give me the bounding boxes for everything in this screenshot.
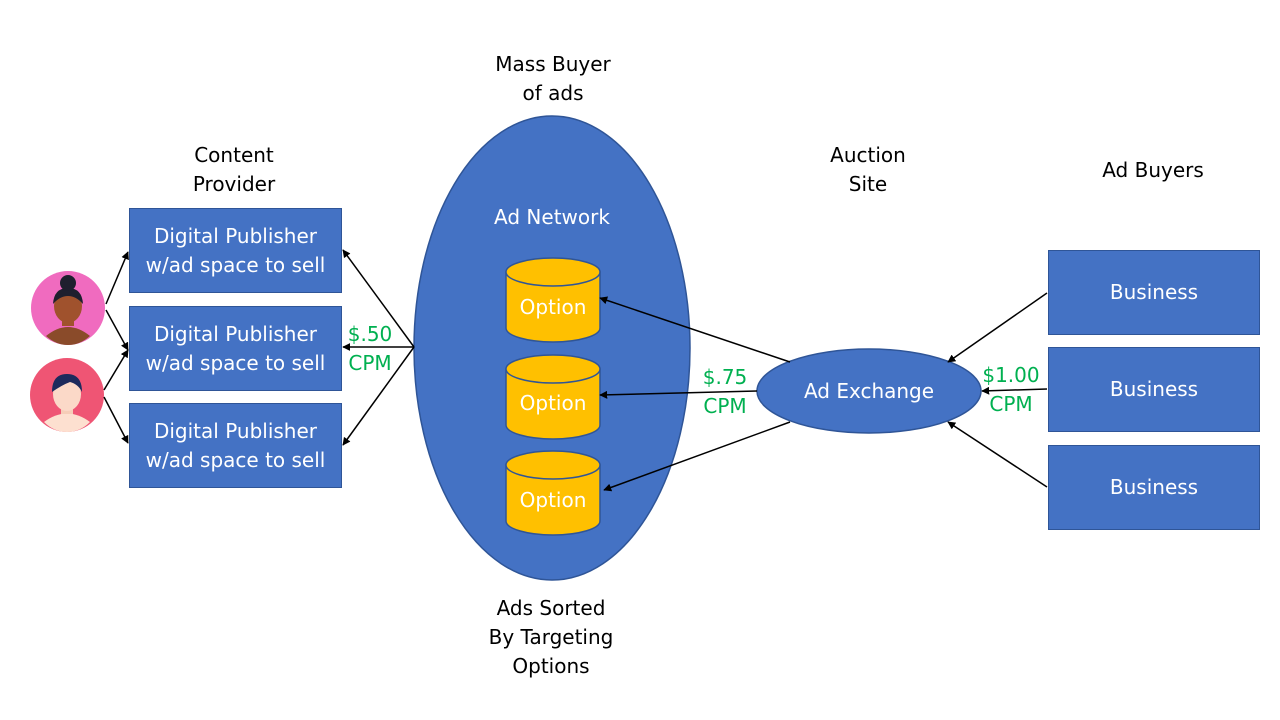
ad-network-title: Ad Network — [494, 205, 610, 229]
option-cylinder-3 — [505, 450, 601, 536]
business-box-3: Business — [1048, 445, 1260, 530]
option-cylinder-1 — [505, 257, 601, 343]
option-cylinder-2 — [505, 354, 601, 440]
exchange-to-option-arrows — [599, 296, 791, 492]
woman-avatar-icon — [31, 271, 105, 345]
person-avatar-icon — [30, 358, 104, 432]
price-network: $.50 CPM — [347, 322, 393, 375]
ads-sorted-label: Ads Sorted By Targeting Options — [488, 596, 614, 678]
option-label-2: Option — [519, 391, 587, 415]
business-box-2: Business — [1048, 347, 1260, 432]
price-exchange: $.75 CPM — [702, 365, 748, 418]
price-buyers: $1.00 CPM — [982, 363, 1040, 416]
option-label-1: Option — [519, 295, 587, 319]
mass-buyer-label: Mass Buyer of ads — [495, 52, 611, 105]
ad-buyers-label: Ad Buyers — [1102, 158, 1204, 182]
auction-site-label: Auction Site — [830, 143, 906, 196]
network-to-publisher-arrows — [342, 249, 415, 446]
content-provider-label: Content Provider — [192, 143, 276, 196]
option-label-3: Option — [519, 488, 587, 512]
avatar-arrows — [103, 251, 129, 444]
business-to-exchange-arrows — [947, 292, 1048, 488]
ad-exchange-label: Ad Exchange — [803, 379, 935, 403]
business-box-1: Business — [1048, 250, 1260, 335]
